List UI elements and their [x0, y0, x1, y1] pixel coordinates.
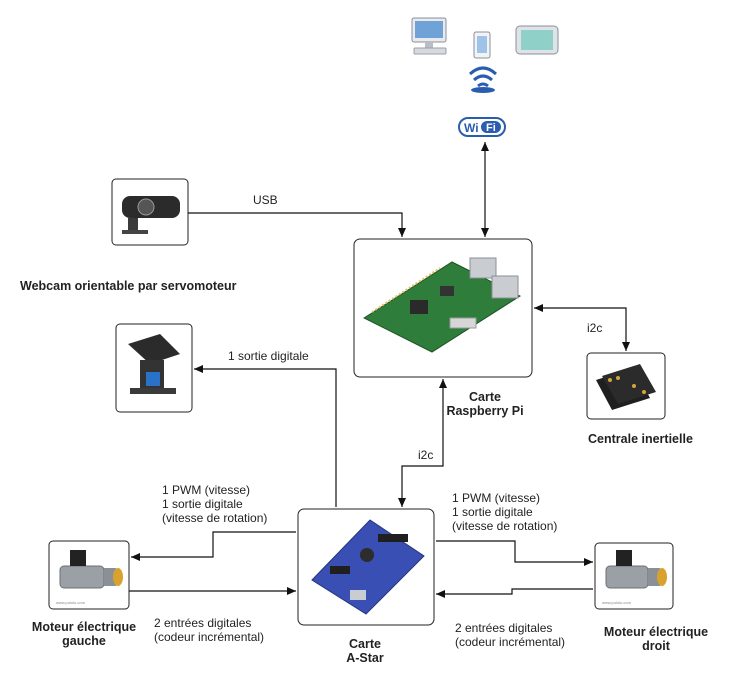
astar-line1: Carte [349, 637, 381, 651]
astar-line2: A-Star [346, 651, 384, 665]
right-output-line3: (vitesse de rotation) [452, 519, 558, 533]
raspberry-pi-image [353, 238, 533, 378]
i2c-astar-label: i2c [418, 448, 434, 462]
right-output-label: 1 PWM (vitesse) 1 sortie digitale (vites… [452, 491, 557, 533]
right-output-arrow [436, 540, 593, 566]
usb-label: USB [253, 193, 278, 207]
left-input-line2: (codeur incrémental) [154, 630, 265, 644]
watermark-left: www.pololu.com [56, 600, 86, 605]
webcam-image [111, 178, 189, 246]
left-output-arrow [131, 531, 296, 561]
raspberry-label: Carte Raspberry Pi [440, 390, 530, 418]
imu-label: Centrale inertielle [588, 432, 693, 446]
motor-right-label: Moteur électrique droit [592, 625, 720, 653]
left-output-line3: (vitesse de rotation) [162, 511, 268, 525]
right-output-line1: 1 PWM (vitesse) [452, 491, 541, 505]
left-input-line1: 2 entrées digitales [154, 616, 252, 630]
i2c-astar-arrow [398, 379, 447, 507]
imu-image [586, 352, 666, 420]
svg-text:Wi: Wi [464, 121, 479, 135]
wifi-logo-icon: Wi Fi [458, 117, 506, 137]
desktop-computer-icon [411, 17, 447, 55]
left-input-label: 2 entrées digitales (codeur incrémental) [154, 616, 264, 644]
astar-label: Carte A-Star [320, 637, 410, 665]
i2c-imu-label: i2c [587, 321, 603, 335]
webcam-label: Webcam orientable par servomoteur [20, 279, 237, 293]
right-output-line2: 1 sortie digitale [452, 505, 533, 519]
right-motor-image: www.pololu.com [594, 542, 674, 610]
left-output-line2: 1 sortie digitale [162, 497, 243, 511]
left-motor-image: www.pololu.com [48, 540, 130, 610]
tablet-icon [515, 25, 559, 55]
raspberry-label-line1: Carte [469, 390, 501, 404]
watermark-right: www.pololu.com [602, 600, 632, 605]
usb-arrow [188, 212, 406, 237]
motor-left-line2: gauche [62, 634, 106, 648]
i2c-imu-arrow [534, 304, 630, 351]
left-output-label: 1 PWM (vitesse) 1 sortie digitale (vites… [162, 483, 267, 525]
wireless-signal-icon [468, 66, 498, 93]
a-star-board-image [297, 508, 435, 626]
left-output-line1: 1 PWM (vitesse) [162, 483, 251, 497]
servo-arrow [194, 365, 337, 507]
right-input-line1: 2 entrées digitales [455, 621, 553, 635]
motor-left-label: Moteur électrique gauche [22, 620, 146, 648]
connections [129, 142, 630, 598]
servo-bracket-image [115, 323, 193, 413]
smartphone-icon [473, 31, 491, 59]
right-input-label: 2 entrées digitales (codeur incrémental) [455, 621, 565, 649]
motor-left-line1: Moteur électrique [31, 620, 137, 634]
servo-output-label: 1 sortie digitale [228, 349, 309, 363]
right-input-arrow [436, 588, 593, 598]
svg-text:Fi: Fi [486, 122, 496, 134]
motor-right-line2: droit [642, 639, 670, 653]
raspberry-label-line2: Raspberry Pi [446, 404, 524, 418]
right-input-line2: (codeur incrémental) [455, 635, 566, 649]
motor-right-line1: Moteur électrique [603, 625, 709, 639]
